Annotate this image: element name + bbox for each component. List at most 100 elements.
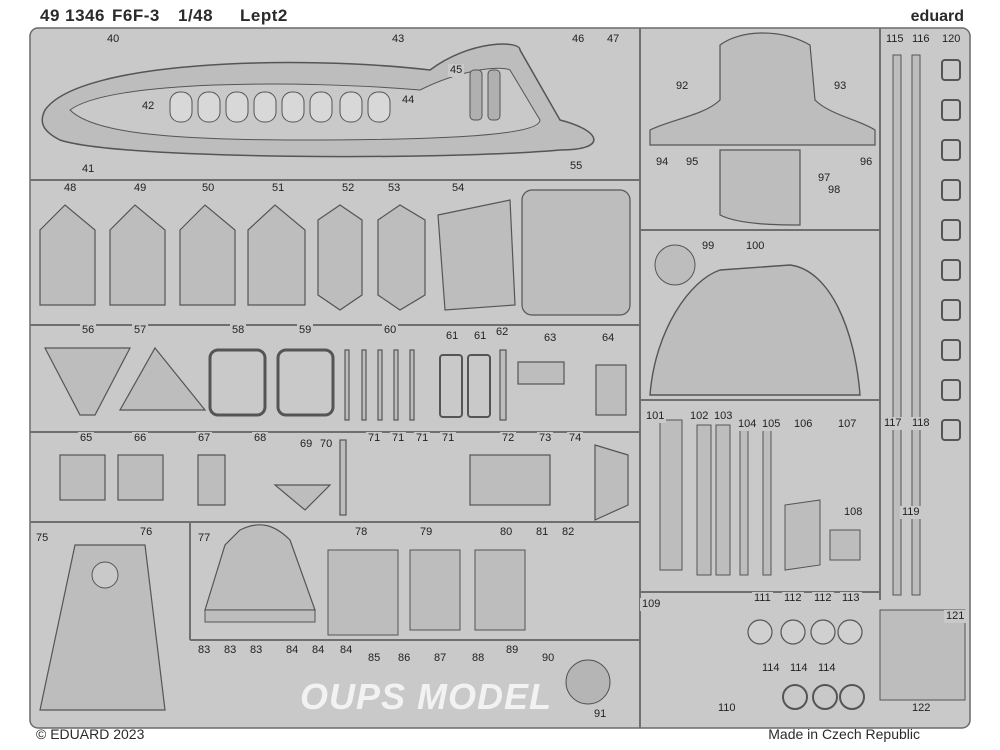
instrument-panel: [649, 264, 861, 396]
part-label: 42: [140, 100, 157, 113]
watermark: OUPS MODEL: [300, 676, 553, 717]
part-label: 72: [500, 432, 517, 445]
part-label: 75: [34, 532, 51, 545]
part-label: 49: [132, 182, 149, 195]
part-label: 104: [736, 418, 759, 431]
part-label: 65: [78, 432, 95, 445]
part-number: 49 1346: [40, 6, 105, 25]
scale: 1/48: [178, 6, 214, 25]
part-label: 118: [910, 417, 932, 430]
part-label: 97: [816, 172, 833, 185]
part-label: 95: [684, 156, 701, 169]
part-label: 60: [382, 324, 399, 337]
part-label: 45: [448, 64, 465, 77]
part-label: 121: [944, 610, 967, 623]
row-parts-65-74: [59, 439, 629, 521]
part-label: 69: [298, 438, 315, 451]
brand-logo: eduard: [910, 8, 964, 25]
part-label: 52: [340, 182, 357, 195]
part-label: 83: [196, 644, 213, 657]
part-label: 106: [792, 418, 815, 431]
part-label: 96: [858, 156, 875, 169]
part-label: 73: [537, 432, 554, 445]
part-label: 50: [200, 182, 217, 195]
part-label: 108: [842, 506, 865, 519]
part-label: 64: [600, 332, 617, 345]
part-label: 41: [80, 163, 97, 176]
part-label: 82: [560, 526, 577, 539]
part-label: 116: [910, 33, 932, 46]
part-label: 93: [832, 80, 849, 93]
part-120-loops: [941, 59, 961, 441]
part-label: 85: [366, 652, 383, 665]
part-45: [469, 69, 501, 121]
part-label: 62: [494, 326, 511, 339]
part-label: 43: [390, 33, 407, 46]
row-parts-56-64: [44, 346, 627, 421]
part-label: 58: [230, 324, 247, 337]
part-label: 112: [812, 592, 834, 605]
part-label: 89: [504, 644, 521, 657]
part-label: 61: [472, 330, 489, 343]
part-label: 67: [196, 432, 213, 445]
set-name: Lept2: [240, 6, 288, 25]
part-label: 117: [882, 417, 904, 430]
part-label: 99: [700, 240, 717, 253]
part-label: 51: [270, 182, 287, 195]
origin-text: Made in Czech Republic: [768, 726, 920, 742]
part-80: [474, 549, 526, 631]
part-label: 114: [760, 662, 782, 675]
part-75: [39, 544, 166, 711]
part-121-122: [879, 609, 966, 701]
part-label: 74: [567, 432, 584, 445]
part-label: 83: [222, 644, 239, 657]
part-label: 91: [592, 708, 609, 721]
part-label: 77: [196, 532, 213, 545]
part-label: 119: [900, 506, 922, 519]
part-label: 103: [712, 410, 735, 423]
part-label: 114: [788, 662, 810, 675]
part-label: 112: [782, 592, 804, 605]
part-42-lights: [169, 91, 391, 123]
part-label: 109: [640, 598, 663, 611]
part-91-mesh: [565, 659, 611, 705]
part-label: 120: [940, 33, 963, 46]
part-label: 59: [297, 324, 314, 337]
part-label: 48: [62, 182, 79, 195]
part-label: 57: [132, 324, 149, 337]
part-label: 102: [688, 410, 711, 423]
part-label: 81: [534, 526, 551, 539]
part-99: [719, 149, 801, 226]
part-label: 115: [884, 33, 906, 46]
parts-101-105: [659, 419, 772, 576]
model-name: F6F-3: [112, 6, 160, 25]
part-label: 107: [836, 418, 859, 431]
part-label: 71: [366, 432, 383, 445]
part-label: 71: [414, 432, 431, 445]
part-label: 113: [840, 592, 862, 605]
part-label: 86: [396, 652, 413, 665]
part-label: 105: [760, 418, 783, 431]
part-label: 47: [605, 33, 622, 46]
copyright: © EDUARD 2023: [36, 726, 145, 742]
part-92-93-hood: [649, 32, 876, 146]
part-label: 44: [400, 94, 417, 107]
part-label: 68: [252, 432, 269, 445]
part-label: 61: [444, 330, 461, 343]
part-label: 94: [654, 156, 671, 169]
parts-115-116: [892, 54, 921, 596]
part-label: 46: [570, 33, 587, 46]
part-label: 84: [310, 644, 327, 657]
row-panels-48-55: [39, 189, 631, 316]
part-label: 53: [386, 182, 403, 195]
parts-111-114-gauges: [747, 619, 865, 710]
part-label: 76: [138, 526, 155, 539]
part-label: 100: [744, 240, 767, 253]
part-label: 114: [816, 662, 838, 675]
part-label: 101: [644, 410, 667, 423]
part-label: 55: [568, 160, 585, 173]
part-label: 78: [353, 526, 370, 539]
part-label: 54: [450, 182, 467, 195]
